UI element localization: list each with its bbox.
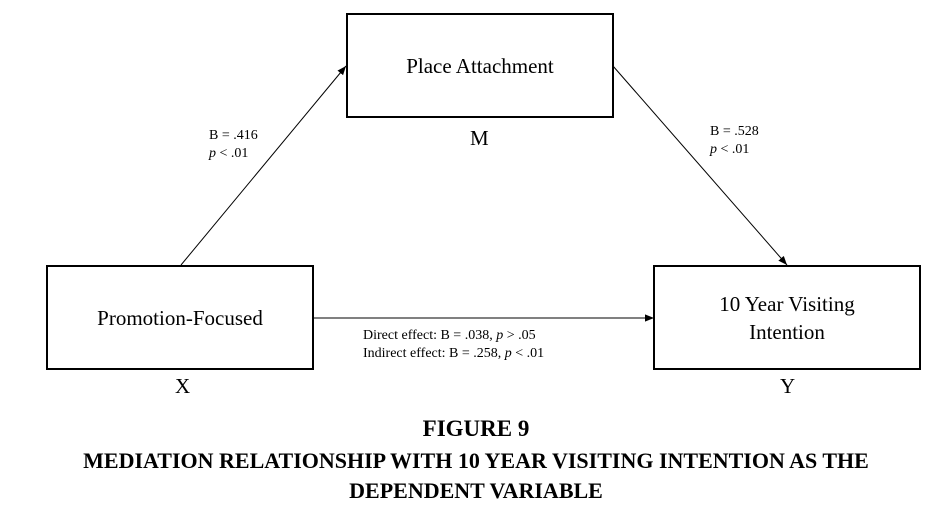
path-b-b-value: B = .528 [710,124,759,139]
outcome-label-line2: Intention [749,319,825,344]
outcome-box: 10 Year Visiting Intention [653,265,921,370]
path-a-coefficient: B = .416 p < .01 [209,127,258,163]
path-a-b-value: B = .416 [209,128,258,143]
indirect-effect: Indirect effect: B = .258, p < .01 [363,346,545,361]
path-a-p-value: p < .01 [209,146,249,161]
path-c-effects: Direct effect: B = .038, p > .05 Indirec… [363,327,544,363]
path-b-p-value: p < .01 [710,142,750,157]
mediator-box: Place Attachment [346,13,614,118]
mediator-label: Place Attachment [406,53,554,78]
path-b-coefficient: B = .528 p < .01 [710,123,759,159]
figure-caption-line1: MEDIATION RELATIONSHIP WITH 10 YEAR VISI… [83,448,869,473]
predictor-letter: X [175,374,191,398]
mediator-letter: M [470,126,489,150]
direct-effect: Direct effect: B = .038, p > .05 [363,328,536,343]
predictor-label: Promotion-Focused [97,305,263,330]
arrow-m-to-y [612,65,788,266]
outcome-letter: Y [780,374,796,398]
figure-label: FIGURE 9 [422,416,530,441]
figure-caption-line2: DEPENDENT VARIABLE [349,478,603,503]
outcome-label-line1: 10 Year Visiting [719,291,855,316]
arrow-x-to-m [180,65,347,266]
predictor-box: Promotion-Focused [46,265,314,370]
